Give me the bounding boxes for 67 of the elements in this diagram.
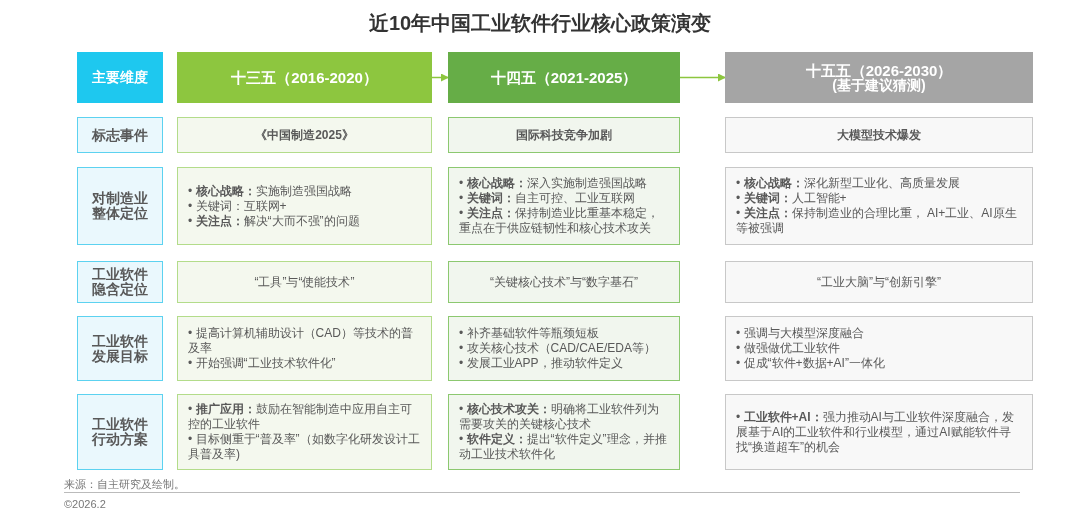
cell-text: 《中国制造2025》 bbox=[255, 127, 354, 143]
source-note: 来源：自主研究及绘制。 bbox=[64, 477, 185, 492]
cell-text: “工具”与“使能技术” bbox=[254, 274, 355, 290]
content-box bbox=[177, 117, 432, 153]
cell-text: 国际科技竞争加剧 bbox=[516, 127, 612, 143]
cell-text: • 强调与大模型深度融合 bbox=[736, 326, 864, 341]
content-box bbox=[448, 117, 680, 153]
cell-text: • 关键词：人工智能+ bbox=[736, 191, 847, 206]
cell-text: • 关注点：保持制造业比重基本稳定，重点在于供应链韧性和核心技术攻关 bbox=[459, 206, 660, 236]
cell-text: • 工业软件+AI：强力推动AI与工业软件深度融合，发展基于AI的工业软件和行业模型，通过AI赋能软件寻找“换道超车”的机会 bbox=[736, 409, 1015, 455]
arrow bbox=[679, 73, 726, 82]
content-box bbox=[448, 316, 680, 381]
cell-text: • 软件定义：提出“软件定义”理念，并推动工业技术软件化 bbox=[459, 432, 668, 462]
cell-text: • 提高计算机辅助设计（CAD）等技术的普及率 bbox=[188, 326, 414, 356]
header-box bbox=[725, 52, 1033, 103]
cell-text: • 核心战略：深化新型工业化、高质量发展 bbox=[736, 176, 960, 191]
header-box bbox=[77, 52, 163, 103]
cell-text: • 核心战略：实施制造强国战略 bbox=[188, 183, 352, 199]
cell-text: • 补齐基础软件等瓶颈短板 bbox=[459, 326, 599, 341]
cell-text: • 关键词：互联网+ bbox=[188, 198, 287, 214]
cell-text: • 目标侧重于“普及率”（如数字化研发设计工具普及率) bbox=[188, 432, 421, 462]
cell-text: • 关键词：自主可控、工业互联网 bbox=[459, 191, 635, 206]
cell-text: • 发展工业APP，推动软件定义 bbox=[459, 356, 623, 371]
row-header-box bbox=[77, 394, 163, 470]
row-header-box bbox=[77, 167, 163, 245]
cell-text: • 关注点：保持制造业的合理比重， AI+工业、AI原生等被强调 bbox=[736, 206, 1018, 236]
row-header-box bbox=[77, 261, 163, 303]
copyright-note: ©2026.2 bbox=[64, 497, 106, 512]
cell-text: 对制造业整体定位 bbox=[91, 191, 149, 221]
row-header-box bbox=[77, 117, 163, 153]
header-box bbox=[177, 52, 432, 103]
cell-text: • 核心战略：深入实施制造强国战略 bbox=[459, 176, 647, 191]
cell-text: • 开始强调“工业技术软件化” bbox=[188, 356, 336, 371]
content-box bbox=[177, 316, 432, 381]
content-box bbox=[725, 261, 1033, 303]
content-box bbox=[448, 167, 680, 245]
cell-text: 大模型技术爆发 bbox=[837, 127, 921, 143]
cell-text: 标志事件 bbox=[91, 127, 149, 143]
cell-text: 十三五（2016-2020） bbox=[231, 70, 378, 85]
arrow bbox=[431, 73, 449, 82]
cell-text: 工业软件发展目标 bbox=[91, 333, 149, 364]
content-box bbox=[177, 261, 432, 303]
header-box bbox=[448, 52, 680, 103]
cell-text: 工业软件隐含定位 bbox=[91, 267, 149, 297]
cell-text: • 促成“软件+数据+AI”一体化 bbox=[736, 356, 885, 371]
cell-text: 十五五（2026-2030） bbox=[805, 62, 953, 78]
cell-text: 十四五（2021-2025） bbox=[490, 70, 638, 85]
cell-text: • 攻关核心技术（CAD/CAE/EDA等） bbox=[459, 341, 656, 356]
cell-text: • 关注点：解决“大而不强”的问题 bbox=[188, 213, 360, 229]
cell-text: • 做强做优工业软件 bbox=[736, 341, 840, 356]
title: 近10年中国工业软件行业核心政策演变 bbox=[367, 11, 713, 36]
cell-text: (基于建议猜测) bbox=[832, 77, 926, 93]
content-box bbox=[725, 167, 1033, 245]
content-box bbox=[725, 394, 1033, 470]
content-box bbox=[448, 261, 680, 303]
content-box bbox=[725, 316, 1033, 381]
cell-text: “工业大脑”与“创新引擎” bbox=[817, 274, 941, 290]
content-box bbox=[177, 167, 432, 245]
content-box bbox=[177, 394, 432, 470]
row-header-box bbox=[77, 316, 163, 381]
cell-text: • 核心技术攻关：明确将工业软件列为需要攻关的关键核心技术 bbox=[459, 402, 660, 432]
cell-text: 工业软件行动方案 bbox=[91, 417, 149, 447]
cell-text: • 推广应用：鼓励在智能制造中应用自主可控的工业软件 bbox=[188, 402, 413, 432]
cell-text: 主要维度 bbox=[91, 70, 149, 85]
cell-text: “关键核心技术”与“数字基石” bbox=[490, 274, 638, 290]
content-box bbox=[448, 394, 680, 470]
content-box bbox=[725, 117, 1033, 153]
